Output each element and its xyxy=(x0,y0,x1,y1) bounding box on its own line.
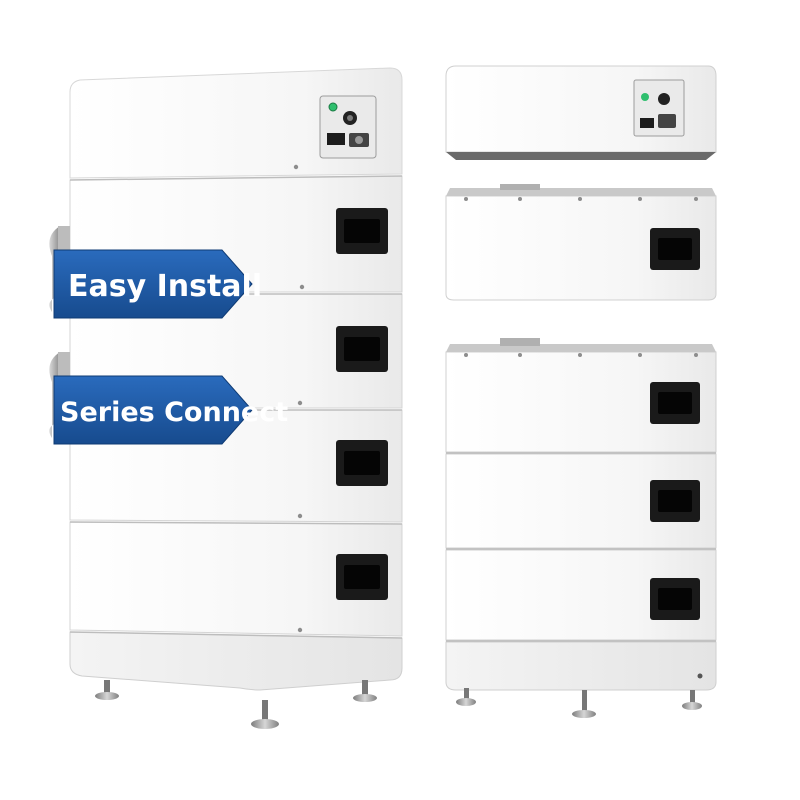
series-connect-label: Series Connect xyxy=(60,397,288,428)
connector-panel xyxy=(319,95,377,159)
top-cover-module xyxy=(69,67,403,179)
leveling-feet xyxy=(95,680,377,729)
easy-install-banner: Easy Install xyxy=(49,226,262,319)
series-connect-banner: Series Connect xyxy=(49,352,288,445)
exploded-battery-stack xyxy=(445,65,717,718)
exploded-top-cover xyxy=(445,65,717,160)
exploded-module-stack xyxy=(445,338,717,718)
module-handle-2 xyxy=(336,326,388,372)
base-plinth xyxy=(69,631,403,691)
comm-port xyxy=(327,133,345,145)
module-handle-4 xyxy=(336,554,388,600)
exploded-single-module xyxy=(445,184,717,301)
indicator-led xyxy=(328,102,338,112)
module-handle-1 xyxy=(336,208,388,254)
easy-install-label: Easy Install xyxy=(68,269,262,304)
module-handle-3 xyxy=(336,440,388,486)
